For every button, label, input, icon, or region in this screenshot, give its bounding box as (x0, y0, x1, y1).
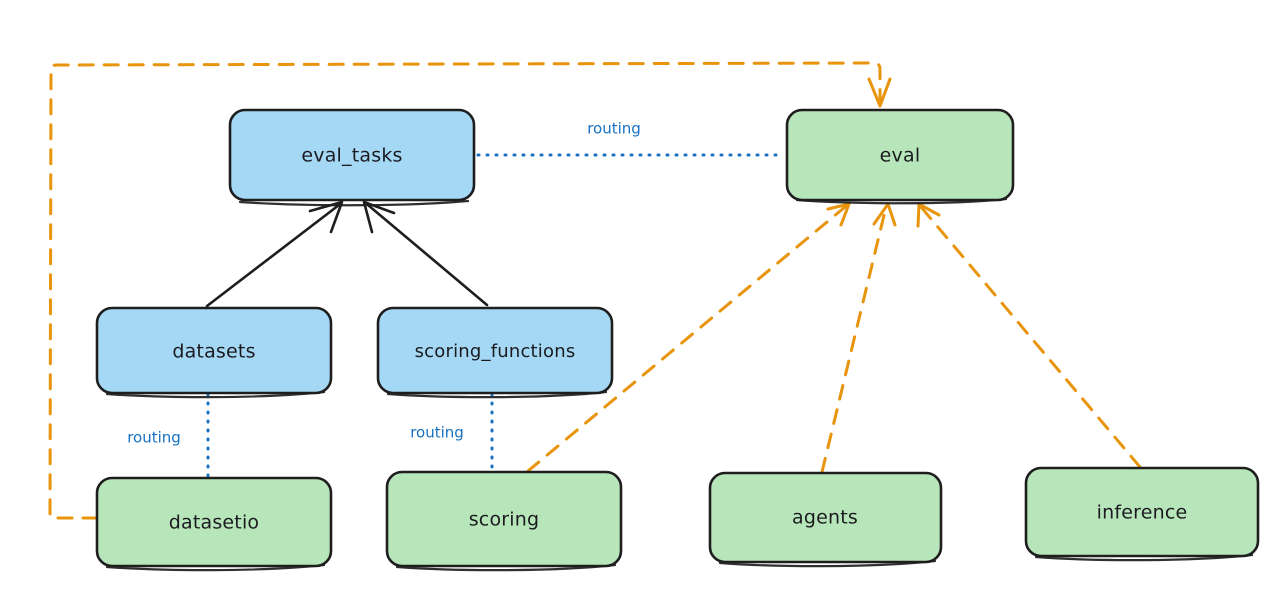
edge-datasets-to-eval_tasks (205, 200, 344, 308)
node-inference[interactable]: inference (1024, 466, 1260, 562)
node-eval_tasks[interactable]: eval_tasks (228, 108, 476, 207)
node-datasetio[interactable]: datasetio (95, 476, 333, 572)
node-agents[interactable]: agents (708, 471, 943, 568)
node-label-datasetio: datasetio (169, 512, 260, 534)
edge-inference-to-eval (916, 202, 1142, 469)
node-label-eval_tasks: eval_tasks (301, 145, 402, 167)
node-eval[interactable]: eval (785, 108, 1015, 205)
node-label-scoring_functions: scoring_functions (415, 341, 576, 362)
edge-agents-to-eval (820, 202, 897, 474)
node-label-eval: eval (880, 145, 921, 167)
node-scoring_functions[interactable]: scoring_functions (376, 306, 614, 399)
edge-label-routing-eval: routing (587, 120, 641, 138)
edge-label-routing-datasetio: routing (127, 429, 181, 447)
node-label-agents: agents (792, 507, 858, 529)
node-label-datasets: datasets (172, 341, 255, 363)
edge-label-routing-scoring: routing (410, 424, 464, 442)
edge-datasetio-to-eval (48, 61, 892, 520)
node-label-scoring: scoring (469, 509, 540, 531)
node-datasets[interactable]: datasets (95, 306, 333, 399)
edge-scoring_functions-to-eval_tasks (362, 200, 489, 307)
edge-scoring-to-eval (526, 202, 851, 473)
node-label-inference: inference (1097, 502, 1188, 524)
node-scoring[interactable]: scoring (385, 470, 623, 572)
